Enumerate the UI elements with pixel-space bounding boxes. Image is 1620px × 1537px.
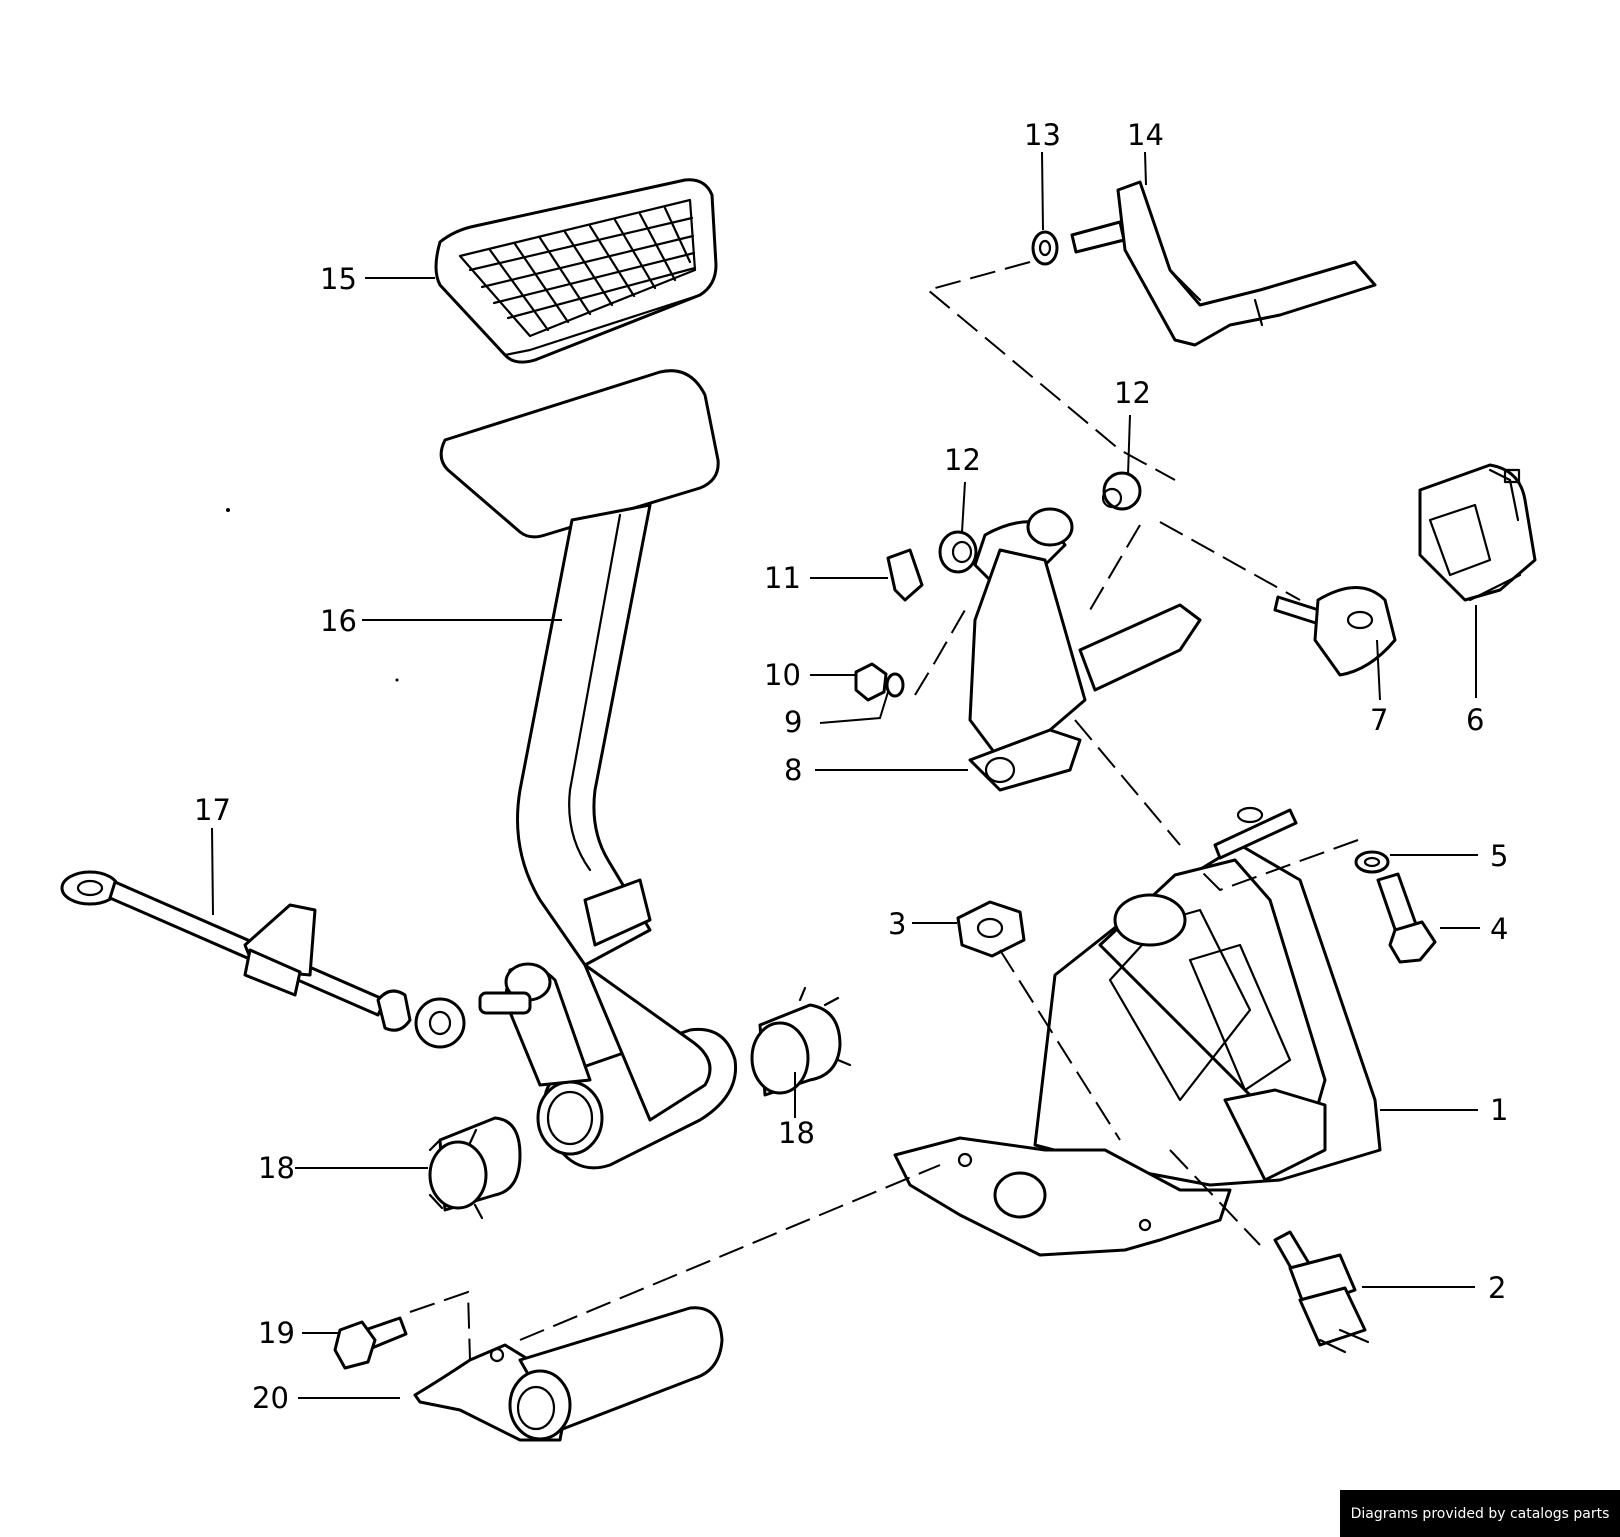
callout-5: 5	[1490, 839, 1508, 873]
part-9-washer	[885, 672, 905, 698]
part-4-bolt	[1376, 872, 1437, 964]
part-7-clip-bracket	[1273, 586, 1397, 677]
credit-text: Diagrams provided by catalogs parts	[1350, 1505, 1610, 1522]
callout-11: 11	[764, 561, 801, 595]
callout-16: 16	[320, 604, 357, 638]
callout-17: 17	[194, 793, 231, 827]
callout-2: 2	[1488, 1271, 1506, 1305]
scan-speck	[395, 678, 399, 682]
part-13-washer	[1031, 230, 1059, 266]
part-1-pedal-bracket	[893, 806, 1382, 1257]
callout-1: 1	[1490, 1093, 1508, 1127]
part-11-clip	[886, 548, 924, 602]
callout-12-left: 12	[944, 443, 981, 477]
assembly-dashed-lines	[409, 261, 1359, 1361]
part-18-bushing-left	[428, 1116, 522, 1220]
callout-14: 14	[1127, 118, 1164, 152]
part-2-brake-switch	[1273, 1230, 1370, 1354]
part-20-shaft-bracket	[413, 1306, 724, 1442]
part-17-push-rod	[60, 870, 466, 1049]
part-8-pivot-bracket	[968, 507, 1202, 792]
part-6-switch-module	[1418, 463, 1537, 602]
part-14-lever-arm	[1070, 180, 1377, 347]
callout-9: 9	[784, 705, 802, 739]
part-18-bushing-right	[750, 986, 852, 1097]
callout-6: 6	[1466, 703, 1484, 737]
callout-7: 7	[1370, 703, 1388, 737]
callout-19: 19	[258, 1316, 295, 1350]
part-15-pedal-pad	[434, 178, 718, 364]
part-16-brake-pedal	[439, 369, 738, 1170]
callout-3: 3	[888, 907, 906, 941]
callout-labels: 1 2 3 4 5 6 7 8 9 10 11 12 12 13 14 15 1…	[194, 118, 1508, 1415]
callout-18-left: 18	[258, 1151, 295, 1185]
scan-speck	[226, 508, 230, 512]
callout-20: 20	[252, 1381, 289, 1415]
callout-8: 8	[784, 753, 802, 787]
callout-13: 13	[1024, 118, 1061, 152]
callout-15: 15	[320, 262, 357, 296]
part-12-bushing-right	[1101, 471, 1142, 511]
callout-4: 4	[1490, 912, 1508, 946]
credit-badge: Diagrams provided by catalogs parts	[1340, 1490, 1620, 1537]
part-5-washer	[1354, 850, 1390, 874]
callout-12-right: 12	[1114, 376, 1151, 410]
part-12-bushing-left	[938, 530, 978, 574]
callout-18-right: 18	[778, 1116, 815, 1150]
part-10-nut	[854, 662, 888, 702]
leader-lines	[211, 151, 1480, 1399]
callout-10: 10	[764, 658, 801, 692]
part-3-nut	[956, 900, 1026, 958]
part-19-bolt	[333, 1316, 408, 1370]
